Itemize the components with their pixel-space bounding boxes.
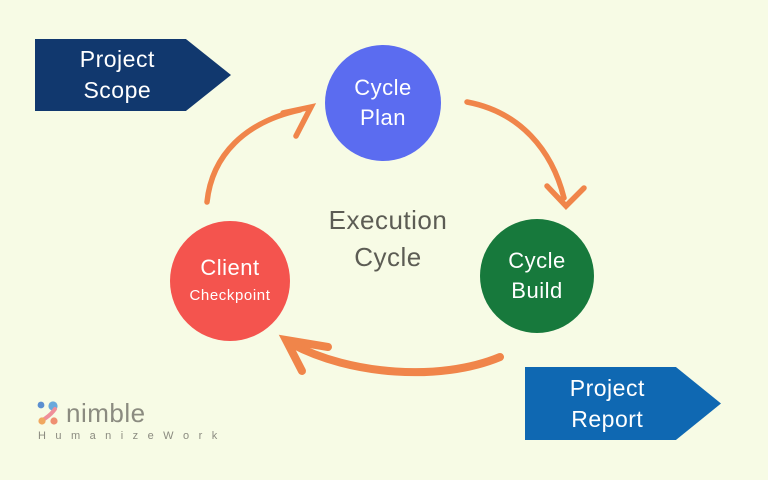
diagram-title-line2: Cycle (354, 242, 422, 272)
circle-cycle-build: Cycle Build (480, 219, 594, 333)
cycle-plan-label-line1: Cycle (354, 75, 412, 100)
banner-project-report-label: Project Report (569, 374, 645, 432)
arrow-build-to-checkpoint (278, 334, 504, 377)
cycle-build-label-line1: Cycle (508, 248, 566, 273)
arrow-plan-to-build (464, 99, 587, 210)
cycle-plan-label-line2: Plan (359, 105, 407, 130)
client-checkpoint-label-line2: Checkpoint (189, 287, 271, 304)
circle-cycle-plan: Cycle Plan (325, 45, 441, 161)
banner-project-scope: Project Scope (35, 39, 231, 111)
logo-tagline: H u m a n i z e W o r k (38, 430, 221, 442)
diagram-title-line1: Execution (328, 205, 448, 235)
nimble-logo: nimble H u m a n i z e W o r k (36, 398, 221, 442)
banner-project-report: Project Report (525, 367, 721, 440)
logo-wordmark: nimble (66, 398, 146, 428)
banner-project-scope-label: Project Scope (79, 46, 155, 103)
circle-client-checkpoint: Client Checkpoint (170, 221, 290, 341)
client-checkpoint-label-line1: Client (200, 255, 260, 280)
arrow-checkpoint-to-plan (204, 103, 317, 205)
diagram-title: Execution Cycle (302, 202, 474, 276)
nimble-dots-mark-icon (37, 401, 58, 425)
cycle-build-label-line2: Build (511, 278, 563, 303)
